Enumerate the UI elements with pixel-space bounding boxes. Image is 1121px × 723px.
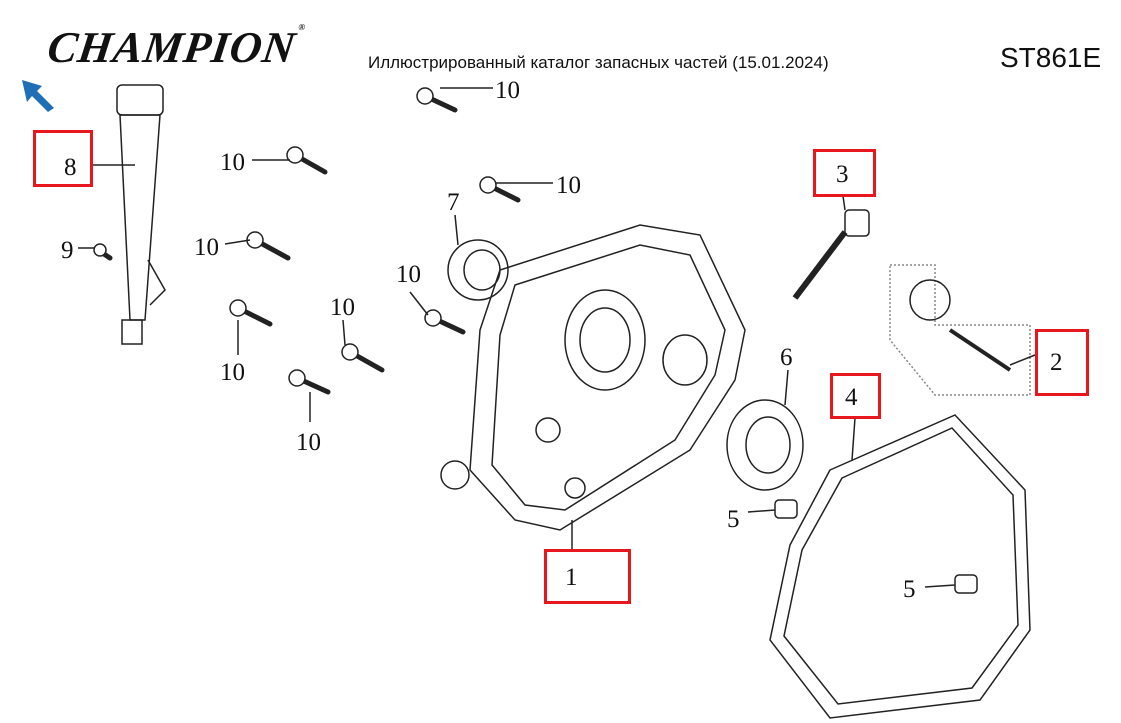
part-label: 8: [64, 154, 77, 181]
governor-gear: [909, 279, 951, 321]
hotspot-part-3[interactable]: [813, 149, 876, 197]
part-label: 10: [220, 359, 245, 386]
back-arrow-icon[interactable]: [20, 78, 60, 114]
part-label: 10: [296, 429, 321, 456]
part-label: 10: [495, 77, 520, 104]
bearing: [726, 399, 804, 491]
part-label: 7: [447, 189, 460, 216]
part-label: 2: [1050, 349, 1063, 376]
oil-seal: [447, 239, 509, 301]
part-label: 5: [727, 506, 740, 533]
part-label: 4: [845, 384, 858, 411]
model-number: ST861E: [1000, 42, 1102, 73]
part-label: 1: [565, 564, 578, 591]
dowel-pin: [954, 574, 978, 594]
part-label: 3: [836, 161, 849, 188]
hotspot-part-1[interactable]: [544, 549, 631, 604]
hotspot-part-8[interactable]: [33, 130, 93, 187]
part-label: 9: [61, 237, 74, 264]
dowel-pin: [774, 499, 798, 519]
part-label: 5: [903, 576, 916, 603]
oil-filler-tube: [116, 84, 166, 345]
gasket: [769, 414, 1031, 719]
part-label: 10: [396, 261, 421, 288]
bolt-heads: [93, 87, 497, 387]
part-label: 10: [194, 234, 219, 261]
hotspot-part-4[interactable]: [830, 373, 881, 419]
part-label: 10: [330, 294, 355, 321]
crankcase-cover: [440, 224, 746, 531]
part-label: 10: [556, 172, 581, 199]
part-label: 6: [780, 344, 793, 371]
page-title: Иллюстрированный каталог запасных частей…: [368, 53, 829, 72]
bolts: [95, 93, 521, 395]
hotspot-part-2[interactable]: [1035, 329, 1089, 396]
part-label: 10: [220, 149, 245, 176]
dipstick: [792, 209, 870, 300]
